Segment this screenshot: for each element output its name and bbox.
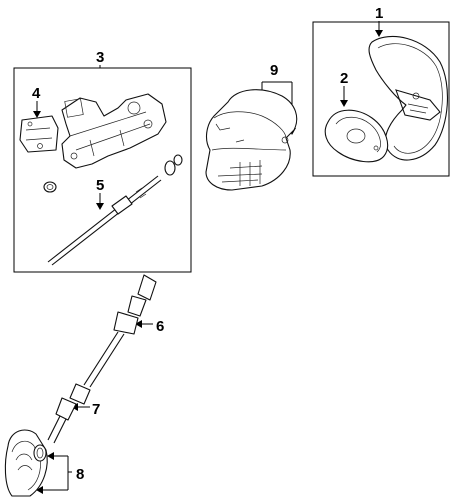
callout-6: 6 [156,318,164,335]
callout-3: 3 [96,49,104,66]
airbag-module [324,109,389,163]
column-assembly [61,93,167,169]
bushing-pair [164,154,183,176]
group-1-frame [312,21,450,177]
washer-ring [43,181,57,193]
callout-8: 8 [76,466,84,483]
column-cover [205,89,298,191]
callout-7: 7 [92,401,100,418]
leader-2 [340,86,348,107]
leader-6 [135,320,153,328]
callout-1: 1 [375,5,383,22]
column-bracket [19,115,59,153]
callout-5: 5 [96,177,104,194]
main-shaft [47,175,162,266]
leader-8 [36,452,72,494]
callout-2: 2 [340,70,348,87]
lower-shaft [47,383,91,444]
boot-clamp [33,444,47,462]
steering-wheel [368,35,449,161]
callout-9: 9 [270,62,278,79]
intermediate-shaft [83,274,157,388]
leader-4 [33,101,41,118]
leader-5 [96,193,104,210]
column-boot [4,429,48,497]
leader-1 [375,21,383,37]
callout-4: 4 [32,85,41,102]
group-3-frame [13,67,192,273]
